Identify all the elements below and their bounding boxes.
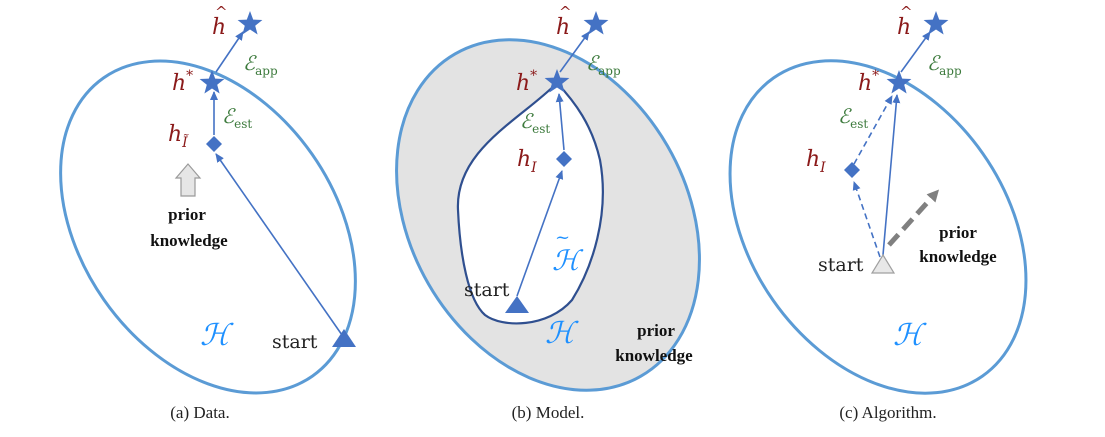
start-triangle-icon: [505, 296, 529, 313]
panel-model: h ^ h* ℰapp ℰest hI ℋ ~ start ℋ prior kn…: [395, 3, 701, 422]
h-hat-accent: ^: [900, 3, 913, 21]
caption-model: (b) Model.: [512, 403, 585, 422]
path-start-to-hi-dashed-arrow: [852, 181, 881, 258]
panel-algorithm: h ^ h* ℰapp ℰest hI start prior knowledg…: [728, 3, 1028, 422]
constrained-subspace-tilde: ~: [555, 227, 570, 248]
h-hat-label: h: [556, 15, 570, 40]
hypothesis-space-label: ℋ: [893, 318, 927, 353]
h-i-diamond-icon: [206, 136, 222, 152]
caption-algorithm: (c) Algorithm.: [839, 403, 936, 422]
prior-knowledge-line2: knowledge: [919, 247, 997, 266]
e-est-label: ℰest: [838, 104, 868, 131]
prior-knowledge-line1: prior: [939, 223, 977, 242]
e-app-label: ℰapp: [927, 51, 962, 78]
e-est-label: ℰest: [520, 109, 550, 136]
h-i-label: hI: [517, 147, 537, 176]
estimation-arrow: [555, 93, 565, 151]
e-app-label: ℰapp: [586, 51, 621, 78]
prior-knowledge-dashed-arrow-icon: [887, 189, 940, 247]
h-hat-accent: ^: [215, 3, 228, 21]
e-app-label: ℰapp: [243, 51, 278, 78]
h-i-label: hI: [806, 147, 826, 176]
h-hat-label: h: [897, 15, 911, 40]
h-star-label: h*: [172, 68, 193, 96]
h-star-star-icon: [886, 70, 912, 94]
prior-knowledge-line2: knowledge: [615, 346, 693, 365]
prior-knowledge-line2: knowledge: [150, 231, 228, 250]
hypothesis-space-ellipse: [59, 59, 357, 395]
path-start-to-hi-arrow: [215, 153, 343, 336]
start-triangle-icon: [870, 253, 896, 274]
prior-knowledge-line1: prior: [637, 321, 675, 340]
h-i-diamond-icon: [556, 151, 572, 167]
approximation-arrow: [559, 31, 590, 73]
panel-data: h ^ h* ℰapp ℰest hĨ prior knowledge star…: [59, 3, 357, 422]
hypothesis-space-label: ℋ: [545, 316, 579, 351]
constrained-subspace-region: [456, 81, 604, 325]
hypothesis-space-ellipse: [728, 59, 1028, 395]
h-star-star-icon: [199, 70, 225, 94]
e-est-label: ℰest: [222, 104, 252, 131]
path-start-to-hi-arrow: [516, 170, 564, 297]
h-hat-star-icon: [583, 11, 609, 35]
start-label: start: [464, 279, 510, 301]
constrained-subspace-label: ℋ: [552, 244, 584, 277]
h-i-label: hĨ: [168, 122, 189, 151]
h-hat-star-icon: [237, 11, 263, 35]
caption-data: (a) Data.: [170, 403, 229, 422]
hypothesis-space-label: ℋ: [200, 318, 234, 353]
start-label: start: [818, 254, 864, 276]
h-star-star-icon: [544, 69, 570, 93]
h-star-label: h*: [858, 68, 879, 96]
h-hat-star-icon: [923, 11, 949, 35]
approximation-arrow: [215, 31, 244, 73]
h-star-label: h*: [516, 68, 537, 96]
h-hat-label: h: [212, 15, 226, 40]
prior-knowledge-arrow-icon: [174, 163, 202, 197]
start-label: start: [272, 331, 318, 353]
h-hat-accent: ^: [559, 3, 572, 21]
estimation-dashed-arrow: [853, 95, 893, 165]
h-i-diamond-icon: [844, 162, 860, 178]
prior-knowledge-line1: prior: [168, 205, 206, 224]
approximation-arrow: [900, 31, 931, 73]
start-triangle-icon: [332, 329, 356, 347]
path-start-to-h-star-arrow: [882, 94, 901, 256]
